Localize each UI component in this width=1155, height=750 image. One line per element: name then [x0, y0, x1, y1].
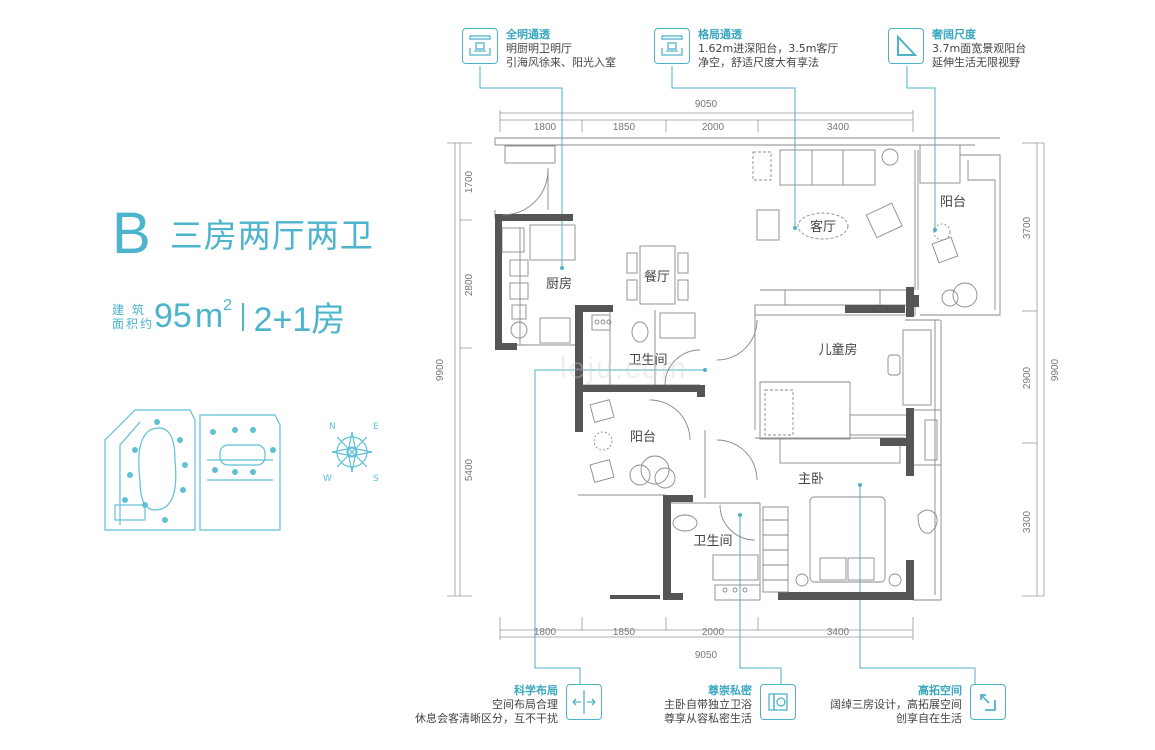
split-arrows-icon	[566, 684, 602, 720]
separator	[242, 302, 244, 331]
room-balcony-side: 阳台	[630, 430, 656, 445]
callout-line1: 空间布局合理	[492, 698, 558, 711]
dim-left-total: 9900	[435, 358, 446, 381]
dim-top-seg-3: 2000	[702, 122, 725, 133]
expand-icon	[970, 684, 1006, 720]
bathroom-icon	[760, 684, 796, 720]
dim-right-total: 9900	[1050, 358, 1061, 381]
callout-title: 高拓空间	[918, 684, 962, 697]
callout-line1: 3.7m面宽景观阳台	[932, 42, 1027, 55]
compass-s: S	[373, 474, 379, 484]
room-dining: 餐厅	[644, 269, 670, 285]
area-number: 95	[154, 297, 192, 335]
callout-text: 格局通透 1.62m进深阳台，3.5m客厅 净空，舒适尺度大有享法	[698, 28, 838, 70]
callout-title: 全明通透	[506, 28, 550, 41]
area-value: 95m2	[154, 297, 232, 336]
dimension-lines	[447, 110, 1045, 640]
callout-privacy: 尊崇私密 主卧自带独立卫浴 尊享从容私密生活	[664, 684, 796, 726]
callout-title: 奢阔尺度	[932, 28, 976, 41]
rooms-note: 2+1房	[253, 301, 346, 339]
dim-left-seg-2: 2800	[464, 273, 475, 296]
watermark: leju.com	[560, 352, 688, 385]
thick-walls	[495, 214, 919, 600]
callout-scale: 奢阔尺度 3.7m面宽景观阳台 延伸生活无限视野	[888, 28, 1026, 70]
dim-bottom-seg-2: 1850	[613, 627, 636, 638]
dim-bottom-seg-3: 2000	[702, 627, 725, 638]
compass-icon: N E W S	[323, 422, 379, 484]
callout-line2: 休息会客清晰区分，互不干扰	[415, 712, 558, 725]
compass-n: N	[329, 422, 336, 432]
callout-scientific-layout: 科学布局 空间布局合理 休息会客清晰区分，互不干扰	[415, 684, 602, 726]
dim-top-total: 9050	[695, 99, 718, 110]
callout-line1: 主卧自带独立卫浴	[664, 698, 752, 711]
callout-bright: 全明通透 明厨明卫明厅 引海风徐来、阳光入室	[462, 28, 616, 70]
callout-title: 尊崇私密	[708, 684, 752, 697]
callout-line2: 创享自在生活	[896, 712, 962, 725]
room-master: 主卧	[798, 472, 824, 487]
unit-heading: B 三房两厅两卫	[112, 205, 374, 263]
compass-e: E	[373, 422, 379, 432]
callout-line2: 引海风徐来、阳光入室	[506, 56, 616, 69]
doors	[502, 168, 758, 541]
callout-line2: 尊享从容私密生活	[664, 712, 752, 725]
area-label-line2: 面积约	[112, 316, 155, 331]
layout-icon	[462, 28, 498, 64]
dim-bottom-seg-4: 3400	[827, 627, 850, 638]
callout-line1: 阔绰三房设计，高拓展空间	[830, 698, 962, 711]
layout-icon	[654, 28, 690, 64]
dim-top-seg-2: 1850	[613, 122, 636, 133]
callout-expand-space: 高拓空间 阔绰三房设计，高拓展空间 创享自在生活	[830, 684, 1006, 726]
unit-type-title: 三房两厅两卫	[169, 216, 374, 255]
room-kids: 儿童房	[818, 342, 857, 358]
dim-left-seg-3: 5400	[464, 458, 475, 481]
area-unit: m	[194, 297, 224, 335]
callout-line1: 明厨明卫明厅	[506, 42, 572, 55]
area-label: 建 筑 面积约	[112, 303, 154, 331]
callout-text: 高拓空间 阔绰三房设计，高拓展空间 创享自在生活	[830, 684, 962, 726]
leader-lines	[479, 66, 976, 684]
room-kitchen: 厨房	[546, 276, 572, 292]
callout-line2: 延伸生活无限视野	[932, 56, 1020, 69]
dim-top-seg-4: 3400	[827, 122, 850, 133]
callout-title: 格局通透	[698, 28, 742, 41]
callout-text: 尊崇私密 主卧自带独立卫浴 尊享从容私密生活	[664, 684, 752, 726]
callout-text: 奢阔尺度 3.7m面宽景观阳台 延伸生活无限视野	[932, 28, 1026, 70]
dim-right-seg-3: 3300	[1022, 510, 1033, 533]
callout-line1: 1.62m进深阳台，3.5m客厅	[698, 42, 839, 55]
dim-bottom-seg-1: 1800	[534, 627, 557, 638]
triangle-ruler-icon	[888, 28, 924, 64]
dim-right-seg-1: 3700	[1022, 216, 1033, 239]
room-bath-master: 卫生间	[693, 534, 732, 549]
callout-layout: 格局通透 1.62m进深阳台，3.5m客厅 净空，舒适尺度大有享法	[654, 28, 838, 70]
area-sup: 2	[223, 297, 233, 314]
unit-area: 建 筑 面积约 95m2 2+1房	[112, 292, 345, 341]
dim-left-seg-1: 1700	[464, 170, 475, 193]
site-plan-map	[104, 409, 281, 531]
callout-text: 全明通透 明厨明卫明厅 引海风徐来、阳光入室	[506, 28, 616, 70]
room-living: 客厅	[810, 219, 836, 235]
callout-title: 科学布局	[514, 684, 558, 697]
callout-line2: 净空，舒适尺度大有享法	[698, 56, 819, 69]
furniture	[509, 148, 978, 593]
callout-text: 科学布局 空间布局合理 休息会客清晰区分，互不干扰	[415, 684, 558, 726]
dim-top-seg-1: 1800	[534, 122, 557, 133]
unit-code: B	[112, 201, 151, 266]
room-balcony-main: 阳台	[940, 195, 966, 210]
room-bath-public: 卫生间	[628, 353, 667, 368]
compass-w: W	[323, 474, 332, 484]
dim-right-seg-2: 2900	[1022, 366, 1033, 389]
dim-bottom-total: 9050	[695, 650, 718, 661]
area-label-line1: 建 筑	[112, 302, 146, 317]
